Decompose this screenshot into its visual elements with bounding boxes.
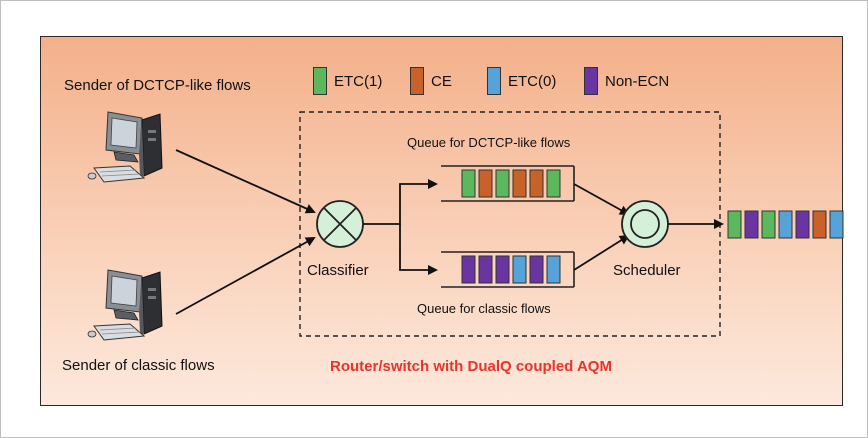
classic-queue — [441, 251, 575, 288]
dctcp-sender-arrow — [175, 149, 316, 214]
legend-swatch-etc0 — [487, 67, 501, 95]
dctcp-queue-packet-etc1 — [495, 169, 510, 198]
dctcp-queue-packet-ce — [529, 169, 544, 198]
output-packet-etc0 — [829, 210, 844, 239]
legend-label-etc0: ETC(0) — [508, 73, 557, 90]
dctcp-queue-label: Queue for DCTCP-like flows — [407, 135, 571, 150]
classic-queue-packet-etc0 — [512, 255, 527, 284]
legend-swatch-non-ecn — [584, 67, 598, 95]
classic-queue-label: Queue for classic flows — [417, 301, 551, 316]
dctcp-queue-packet-ce — [478, 169, 493, 198]
output-packet-non-ecn — [795, 210, 810, 239]
output-packet-etc0 — [778, 210, 793, 239]
classic-sender-arrow — [175, 237, 316, 315]
classic-queue-packet-non-ecn — [495, 255, 510, 284]
classic-queue-packet-etc0 — [546, 255, 561, 284]
dctcp-queue-packet-etc1 — [546, 169, 561, 198]
legend-label-etc1: ETC(1) — [334, 73, 383, 90]
classifier-label: Classifier — [307, 262, 369, 279]
classifier-to-classic-queue-arrow — [399, 224, 438, 275]
diagram-panel — [40, 36, 843, 406]
output-packet-etc1 — [727, 210, 742, 239]
classifier-to-dctcp-queue-arrow — [363, 179, 438, 225]
legend-label-non-ecn: Non-ECN — [605, 73, 670, 90]
classic-sender-computer-icon — [87, 269, 163, 341]
legend-label-ce: CE — [431, 73, 452, 90]
legend-swatch-ce — [410, 67, 424, 95]
classic-queue-packet-non-ecn — [478, 255, 493, 284]
classifier-x-circle-icon — [316, 200, 364, 248]
dctcp-queue — [441, 165, 575, 202]
router-caption: Router/switch with DualQ coupled AQM — [330, 358, 612, 375]
dctcp-queue-packet-ce — [512, 169, 527, 198]
dctcp-queue-to-scheduler-arrow — [573, 183, 630, 215]
dctcp-sender-computer-icon — [87, 111, 163, 183]
dctcp-queue-packet-etc1 — [461, 169, 476, 198]
output-packet-stream — [727, 210, 844, 239]
scheduler-double-circle-icon — [621, 200, 669, 248]
output-packet-non-ecn — [744, 210, 759, 239]
output-packet-etc1 — [761, 210, 776, 239]
scheduler-label: Scheduler — [613, 262, 681, 279]
legend-swatch-etc1 — [313, 67, 327, 95]
classic-queue-packet-non-ecn — [461, 255, 476, 284]
output-packet-ce — [812, 210, 827, 239]
classic-queue-to-scheduler-arrow — [573, 234, 630, 271]
dctcp-sender-label: Sender of DCTCP-like flows — [64, 77, 251, 94]
classic-sender-label: Sender of classic flows — [62, 357, 215, 374]
classic-queue-packet-non-ecn — [529, 255, 544, 284]
